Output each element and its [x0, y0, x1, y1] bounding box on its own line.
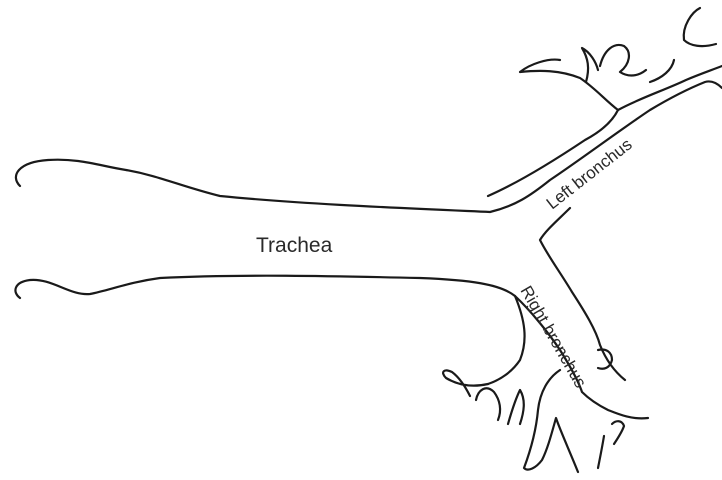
- trachea-lower-wall: [15, 276, 524, 384]
- right-branch-stub-b: [476, 388, 500, 420]
- right-branch-long-descending: [524, 370, 578, 472]
- right-branch-stub-e: [612, 421, 624, 444]
- right-branch-stub-a: [443, 370, 488, 396]
- left-branch-stub-a: [582, 48, 598, 82]
- right-branch-notch: [598, 349, 612, 368]
- right-branch-stub-c: [508, 390, 524, 424]
- right-branch-stub-d: [598, 436, 604, 468]
- left-bronchus-label: Left bronchus: [543, 135, 636, 213]
- left-branch-stub-b: [600, 45, 646, 76]
- left-bronchus-upper-edge: [618, 66, 722, 110]
- left-branch-upper-tip: [684, 8, 716, 46]
- left-branch-stub-c: [650, 60, 674, 82]
- trachea-label: Trachea: [256, 234, 333, 257]
